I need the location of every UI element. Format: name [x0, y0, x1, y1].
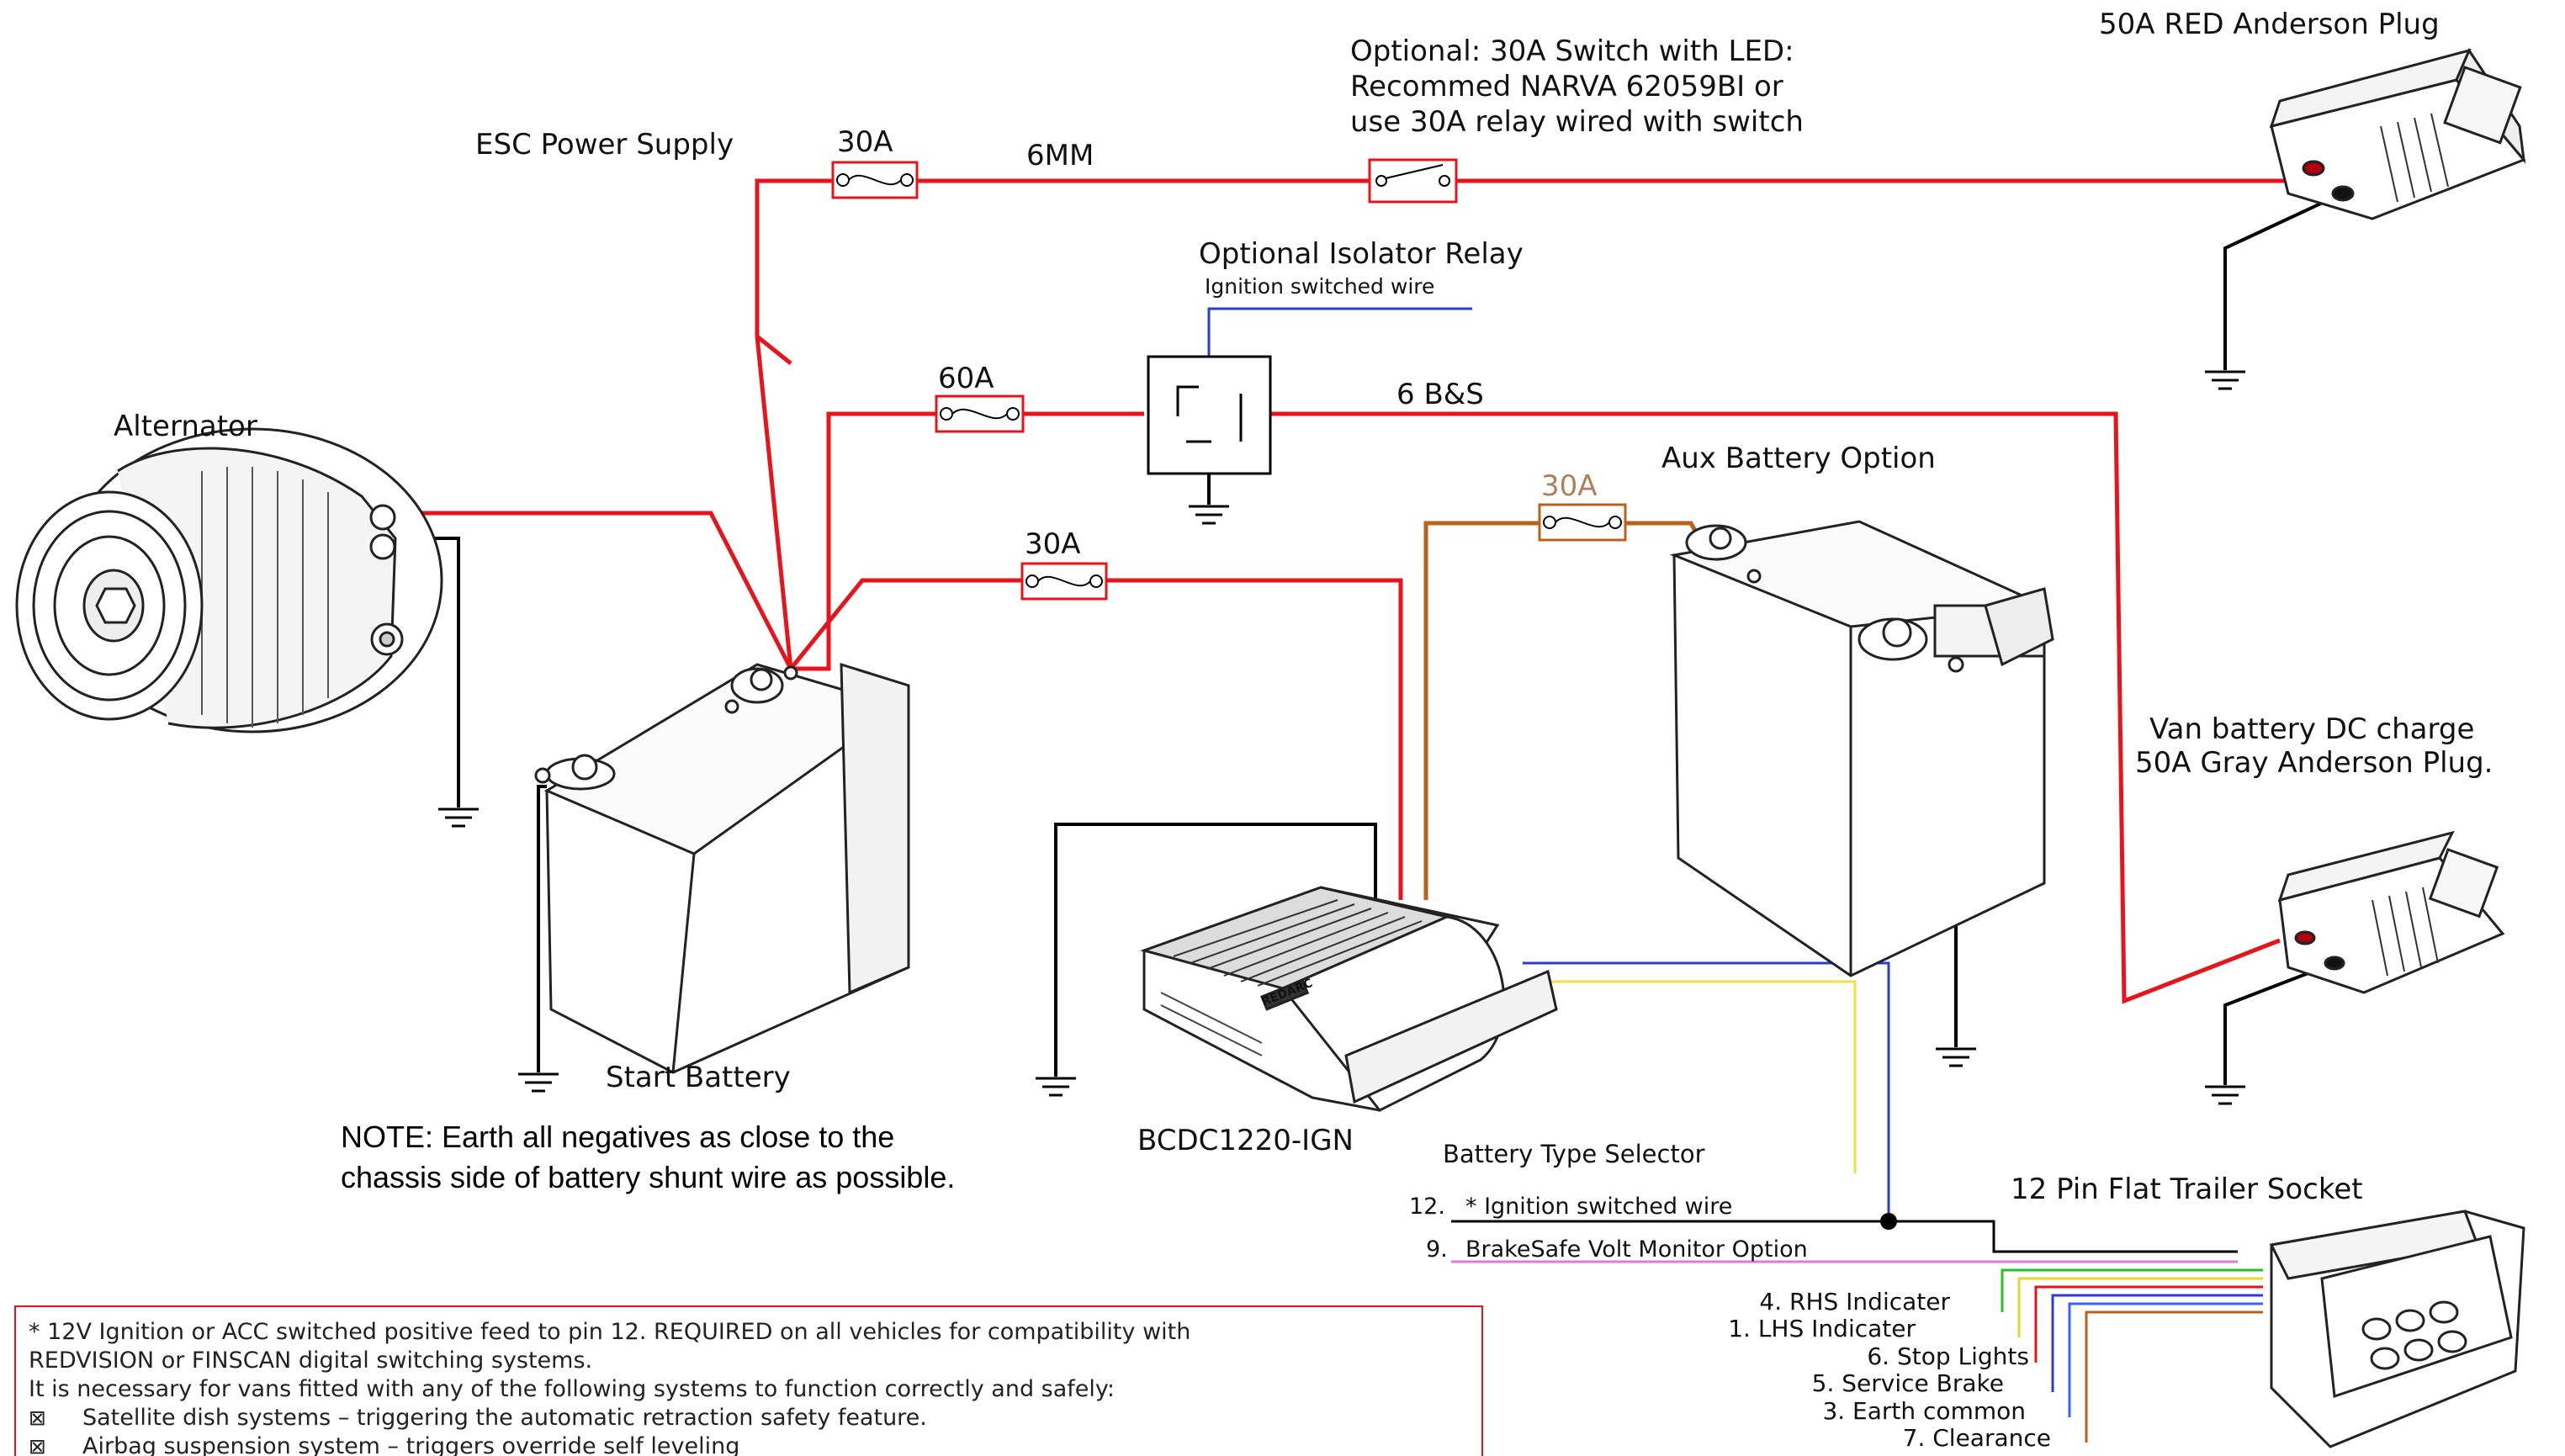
bcdc-input-wire	[789, 578, 1403, 900]
relay-feed-wire	[791, 411, 1144, 671]
footnote-line2: REDVISION or FINSCAN digital switching s…	[29, 1347, 592, 1374]
aux-battery-wire	[1423, 521, 1702, 900]
alternator-icon	[15, 427, 443, 733]
gray-plug-earth-wire	[2223, 961, 2335, 1085]
trailer-socket-label: 12 Pin Flat Trailer Socket	[2011, 1173, 2363, 1206]
wire-6mm-label: 6MM	[1026, 139, 1094, 172]
van-charge-wire	[1270, 411, 2281, 1004]
trailer-pin-label: 1. LHS Indicater	[1728, 1315, 1916, 1342]
pin-6-wire	[2034, 1285, 2263, 1363]
red-plug-earth-wire	[2223, 193, 2340, 370]
fuse-aux-icon	[1538, 503, 1627, 542]
footnote-bullet1: Satellite dish systems – triggering the …	[82, 1405, 927, 1431]
esc-drop-wire	[755, 336, 793, 670]
ignition-junction-dot	[1880, 1213, 1897, 1230]
pin-7-wire	[2085, 1310, 2263, 1443]
fuse-relay-icon	[935, 394, 1025, 433]
alternator-label: Alternator	[114, 410, 257, 443]
alternator-ground-icon	[437, 807, 480, 828]
van-battery-label-line2: 50A Gray Anderson Plug.	[2135, 746, 2493, 780]
aux-battery-label: Aux Battery Option	[1661, 442, 1936, 475]
fuse-bcdc-label: 30A	[1025, 527, 1081, 561]
earth-note-line2: chassis side of battery shunt wire as po…	[341, 1160, 955, 1194]
trailer-pin-label: 5. Service Brake	[1812, 1369, 2004, 1397]
pin9-num-label: 9.	[1426, 1236, 1448, 1263]
start-battery-label: Start Battery	[606, 1061, 791, 1094]
fuse-bcdc-icon	[1020, 562, 1108, 601]
esc-power-supply-label: ESC Power Supply	[475, 128, 734, 161]
pin12-num-label: 12.	[1409, 1194, 1445, 1220]
bcdc-unit-icon	[1140, 886, 1558, 1112]
switch-note-line1: Optional: 30A Switch with LED:	[1350, 34, 1794, 68]
pin12-wire	[1451, 1220, 2238, 1253]
isolator-relay-icon	[1147, 355, 1272, 475]
start-battery-ground-icon	[517, 1072, 560, 1093]
fuse-esc-label: 30A	[837, 125, 893, 159]
pin12-text-label: * Ignition switched wire	[1465, 1194, 1732, 1220]
bcdc-earth-wire	[1054, 823, 1377, 1077]
relay-ground-icon	[1187, 505, 1231, 525]
footnote-line1: * 12V Ignition or ACC switched positive …	[29, 1319, 1190, 1345]
aux-battery-ground-icon	[1934, 1047, 1978, 1067]
gray-anderson-plug-icon	[2277, 830, 2505, 994]
footnote-bullet2: Airbag suspension system – triggers over…	[82, 1433, 739, 1456]
selector-wire	[1523, 980, 1857, 1173]
battery-type-selector-label: Battery Type Selector	[1443, 1140, 1705, 1168]
trailer-pin-label: 6. Stop Lights	[1867, 1342, 2029, 1370]
footnote-line3: It is necessary for vans fitted with any…	[29, 1376, 1115, 1402]
fuse-aux-label: 30A	[1541, 469, 1598, 503]
pin9-text-label: BrakeSafe Volt Monitor Option	[1465, 1236, 1808, 1263]
trailer-pin-label: 4. RHS Indicater	[1759, 1288, 1950, 1316]
start-battery-icon	[534, 662, 910, 1074]
footnote-bullet-icon: ⊠	[29, 1434, 46, 1456]
footnote-box	[14, 1305, 1483, 1456]
relay-ignition-wire	[1207, 307, 1472, 357]
footnote-bullet-icon: ⊠	[29, 1406, 46, 1430]
optional-switch-icon	[1368, 158, 1458, 204]
trailer-pin-label: 3. Earth common	[1822, 1397, 2026, 1425]
pin-1-wire	[2017, 1277, 2263, 1337]
pin-5-wire	[2051, 1294, 2263, 1392]
isolator-relay-label: Optional Isolator Relay	[1199, 237, 1524, 271]
switch-note-line2: Recommed NARVA 62059BI or	[1350, 70, 1783, 103]
bcdc-model-label: BCDC1220-IGN	[1137, 1124, 1354, 1157]
red-plug-ground-icon	[2203, 370, 2247, 390]
esc-supply-wire	[755, 174, 2314, 365]
earth-note-line1: NOTE: Earth all negatives as close to th…	[341, 1120, 894, 1154]
aux-battery-icon	[1669, 520, 2054, 977]
pin-3-wire	[2068, 1302, 2263, 1417]
switch-note-line3: use 30A relay wired with switch	[1350, 105, 1804, 139]
fuse-esc-icon	[831, 161, 919, 199]
start-battery-earth-wire	[537, 785, 547, 1072]
red-anderson-plug-label: 50A RED Anderson Plug	[2099, 8, 2440, 41]
gray-plug-ground-icon	[2203, 1085, 2247, 1105]
fuse-relay-label: 60A	[938, 362, 994, 395]
red-anderson-plug-icon	[2269, 47, 2526, 220]
pin-4-wire	[2001, 1268, 2263, 1312]
trailer-pin-label: 7. Clearance	[1903, 1424, 2051, 1452]
trailer-socket-icon	[2269, 1210, 2525, 1448]
alternator-positive-wire	[387, 511, 793, 670]
bcdc-ignition-wire	[1523, 961, 1890, 1221]
ignition-switched-label: Ignition switched wire	[1205, 274, 1434, 299]
bcdc-ground-icon	[1034, 1077, 1078, 1097]
wire-6bs-label: 6 B&S	[1396, 378, 1484, 411]
van-battery-label-line1: Van battery DC charge	[2149, 712, 2474, 746]
